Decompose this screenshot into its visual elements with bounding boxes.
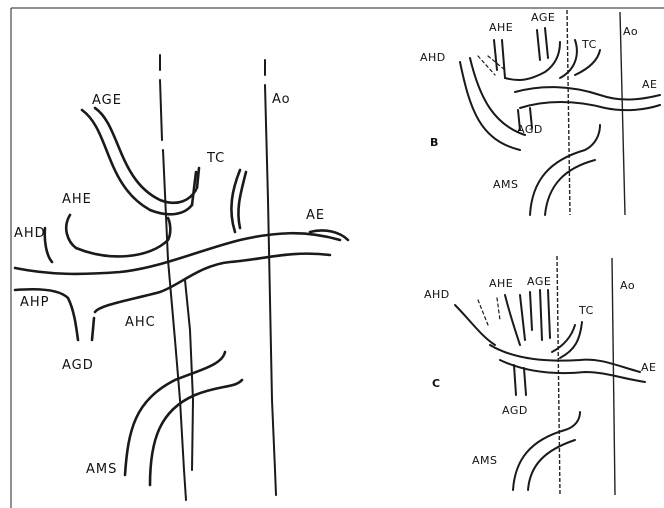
panel-a: AGE TC Ao AHE AHD AE AHP AHC AGD AMS — [14, 55, 348, 500]
ams-vessel-inner — [150, 380, 242, 485]
label-a-age: AGE — [92, 93, 122, 108]
panel-c-letter: C — [432, 377, 440, 390]
b-spine-line — [567, 10, 570, 215]
panel-b-letter: B — [430, 136, 438, 149]
label-a-ao: Ao — [272, 92, 291, 107]
c-agd-vessel — [514, 365, 526, 395]
panel-c: AHD AHE AGE Ao TC AE AGD AMS C — [424, 256, 656, 495]
label-b-ams: AMS — [493, 178, 519, 191]
label-a-ae: AE — [306, 208, 325, 223]
label-b-agd: AGD — [517, 123, 543, 136]
spine-left-line — [160, 55, 186, 500]
c-dashed-branches — [478, 298, 500, 325]
label-a-ahp: AHP — [20, 295, 50, 310]
c-ahe-vessels — [505, 292, 532, 345]
label-c-tc: TC — [578, 304, 594, 317]
agd-vessel — [92, 318, 94, 340]
label-a-ahd: AHD — [14, 226, 46, 241]
label-b-ae: AE — [642, 78, 657, 91]
c-ams-inner — [528, 440, 575, 490]
b-aorta-line — [620, 12, 625, 215]
b-trunk-lower — [520, 102, 660, 110]
panel-b: AHE AGE TC Ao AHD AE AGD AMS B — [420, 10, 660, 215]
label-c-ahd: AHD — [424, 288, 450, 301]
label-a-ahe: AHE — [62, 192, 92, 207]
tc-left-branch — [192, 168, 199, 205]
label-a-ams: AMS — [86, 462, 117, 477]
c-trunk-lower — [500, 360, 645, 382]
label-a-agd: AGD — [62, 358, 94, 373]
label-b-age: AGE — [531, 11, 555, 24]
label-a-tc: TC — [206, 151, 225, 166]
label-c-agd: AGD — [502, 404, 528, 417]
c-tc-vessel — [552, 322, 582, 358]
label-a-ahc: AHC — [125, 315, 156, 330]
label-c-ahe: AHE — [489, 277, 513, 290]
b-upper-loop — [505, 42, 560, 80]
label-b-tc: TC — [581, 38, 597, 51]
b-tc-right — [575, 50, 600, 75]
b-tc-left — [560, 40, 577, 78]
age-vessel-inner — [95, 108, 196, 203]
c-trunk-upper — [490, 345, 640, 372]
main-trunk-lower — [95, 254, 330, 312]
label-c-ao: Ao — [620, 279, 635, 292]
c-ahd-vessel — [455, 305, 495, 345]
label-c-age: AGE — [527, 275, 551, 288]
c-ams-outer — [513, 412, 580, 490]
ahd-vessel — [45, 228, 52, 262]
label-b-ao: Ao — [623, 25, 638, 38]
label-b-ahd: AHD — [420, 51, 446, 64]
label-b-ahe: AHE — [489, 21, 513, 34]
b-trunk-upper — [515, 87, 660, 99]
c-age-vessel — [540, 290, 550, 340]
b-ahd-vessel — [460, 62, 520, 150]
c-spine-line — [557, 256, 560, 495]
b-dashed-branches — [478, 56, 505, 75]
age-vessel-outer — [82, 110, 192, 214]
tc-right-branch — [231, 170, 246, 232]
ams-vessel-outer — [125, 352, 225, 475]
ahe-vessel — [66, 215, 76, 248]
b-ahe-vessel — [494, 40, 505, 78]
b-ams-outer — [530, 125, 600, 215]
label-c-ae: AE — [641, 361, 656, 374]
aorta-line — [265, 60, 276, 495]
trunk-upper-contour — [76, 218, 170, 256]
label-c-ams: AMS — [472, 454, 498, 467]
b-age-vessel — [537, 28, 548, 60]
